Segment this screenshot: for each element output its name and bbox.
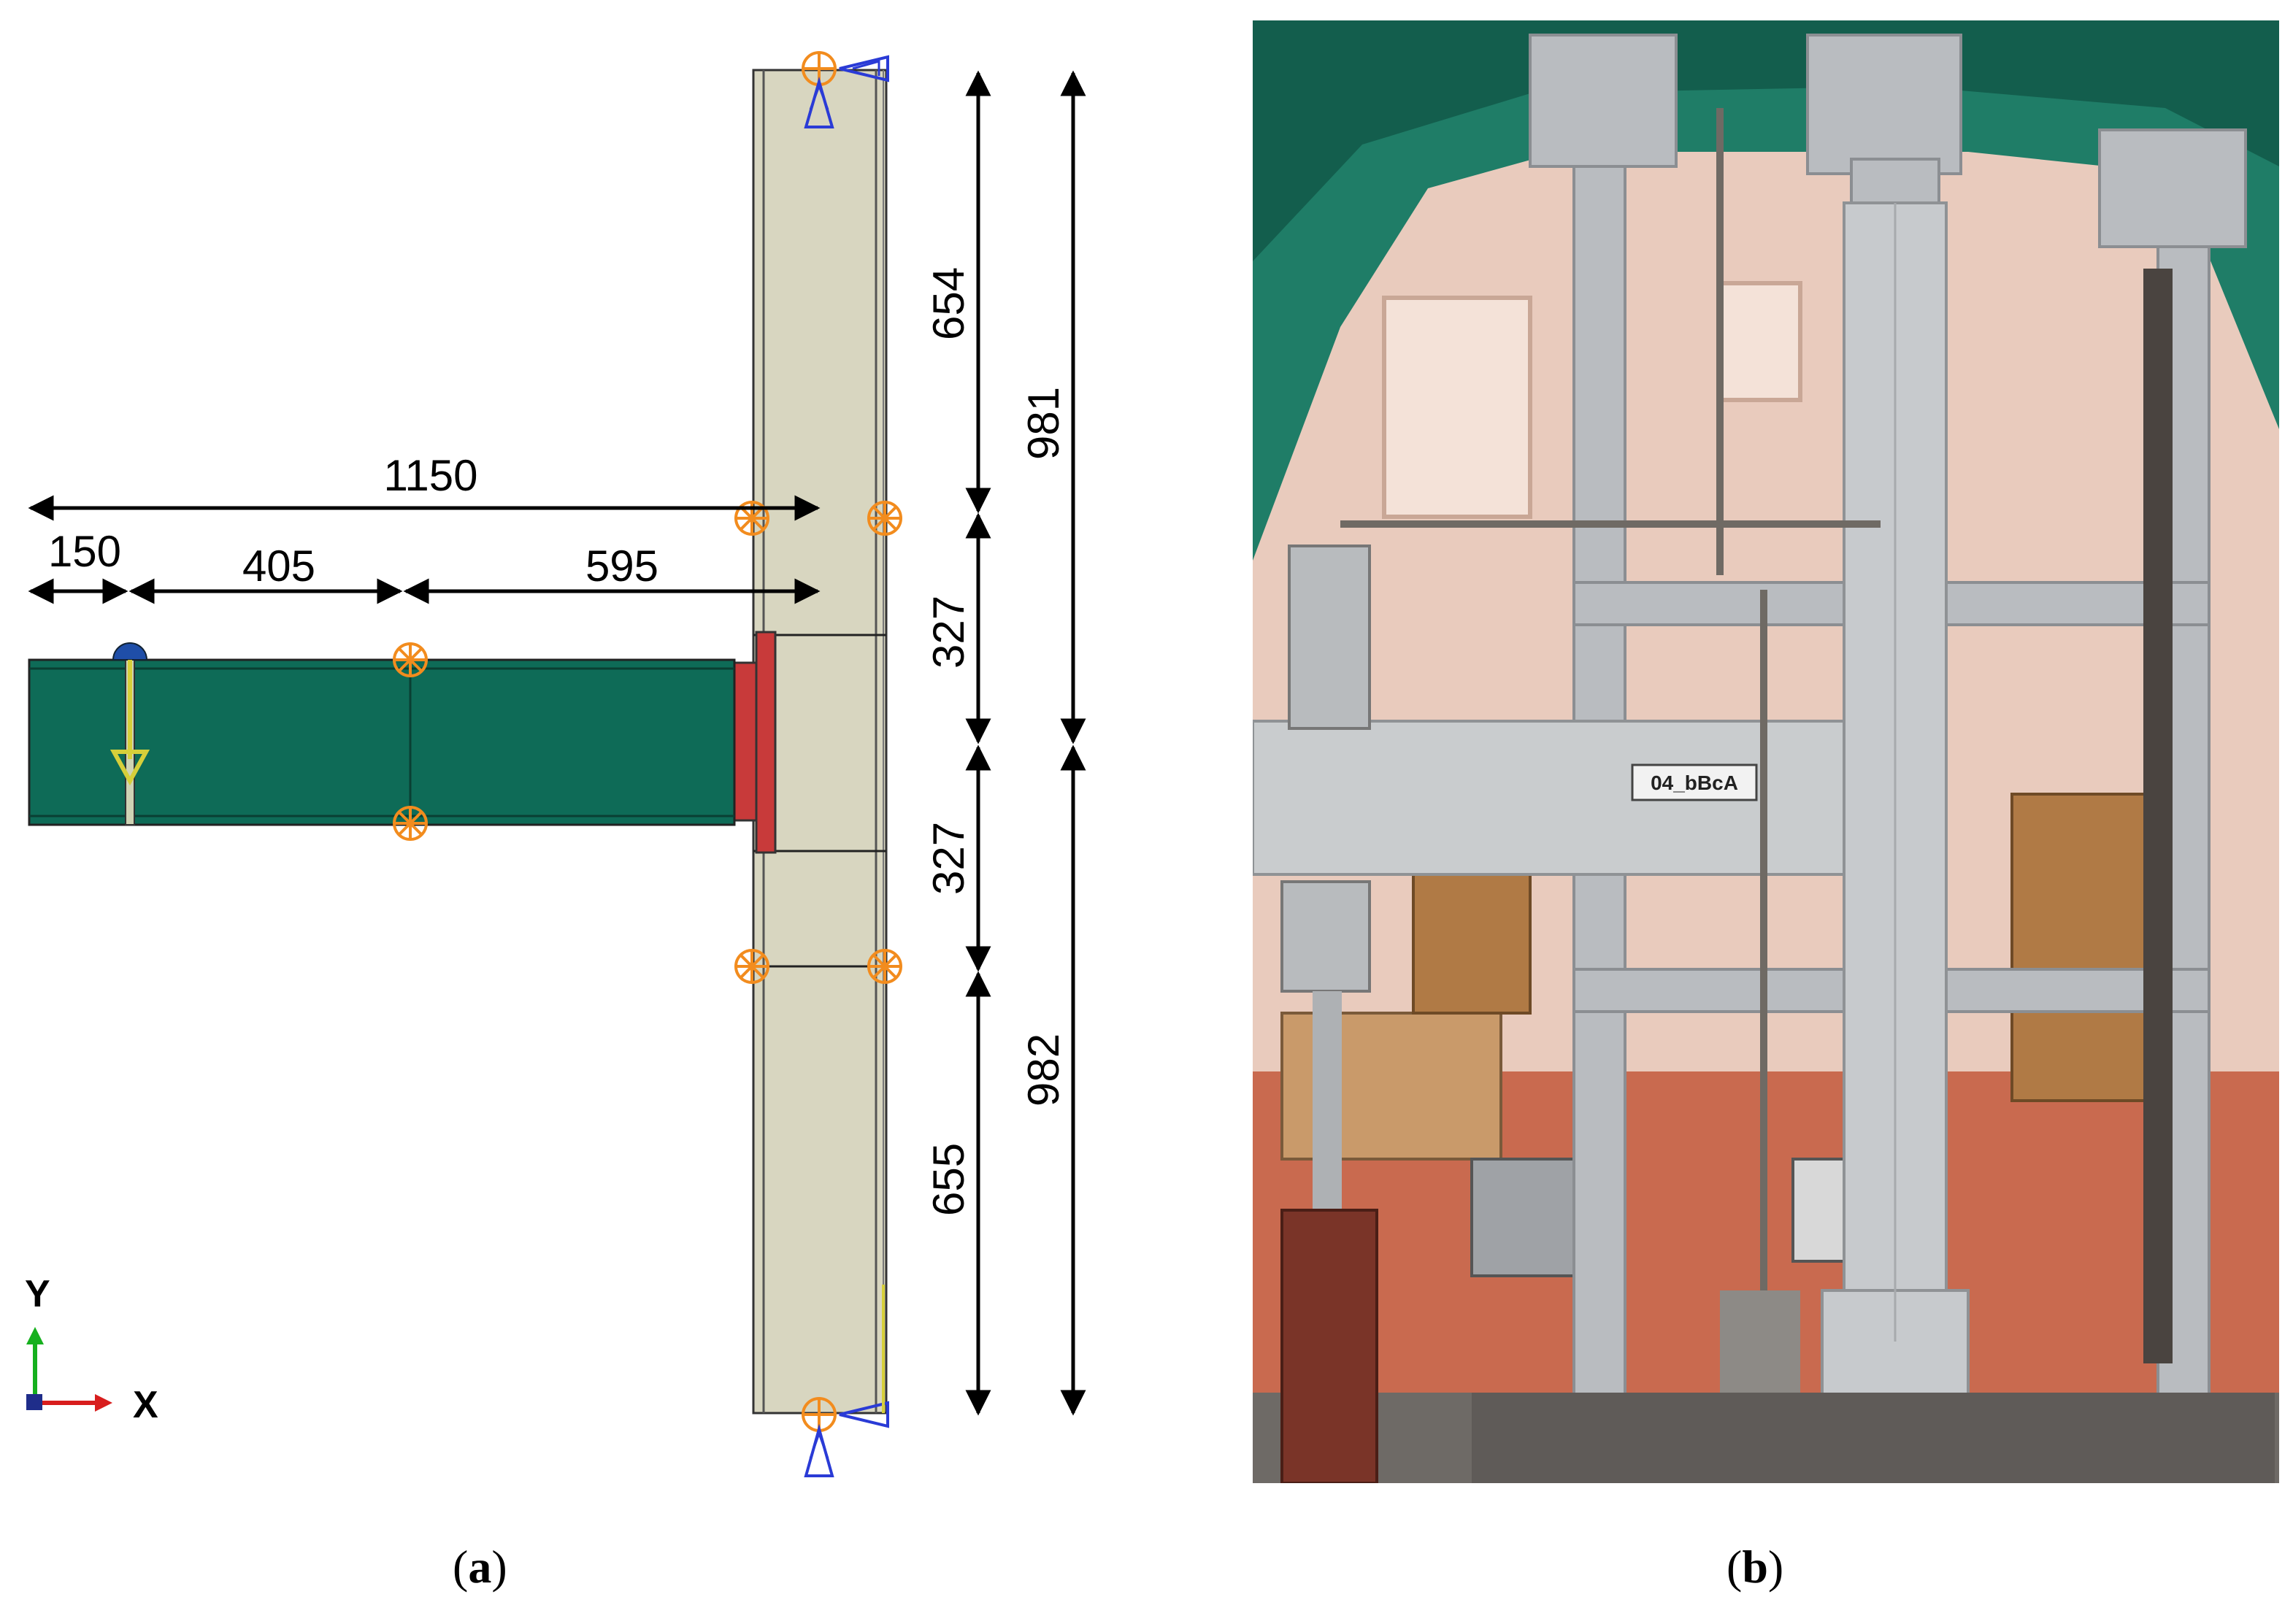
restraint-icon: [393, 806, 428, 841]
dim-982: 982: [1019, 1034, 1068, 1107]
horizontal-dimensions: [28, 495, 821, 604]
test-setup-photo: 04_bBcA: [1251, 20, 2279, 1485]
specimen-label-plate: [1631, 763, 1758, 801]
dim-981: 981: [1019, 387, 1068, 460]
restraint-icon: [393, 642, 428, 677]
axis-y-label: Y: [25, 1273, 50, 1315]
beam: [28, 658, 736, 826]
caption-a: (a): [453, 1541, 507, 1593]
caption-a-label: a: [468, 1541, 492, 1593]
caption-b-label: b: [1742, 1541, 1768, 1593]
vertical-dimensions: [965, 70, 1086, 1416]
caption-b: (b): [1727, 1541, 1784, 1593]
specimen-label: 04_bBcA: [1651, 771, 1738, 794]
dim-327-bottom: 327: [924, 822, 973, 895]
restraint-icon: [867, 501, 902, 536]
bottom-support-icon: [802, 1285, 889, 1477]
axis-x-label: X: [133, 1384, 158, 1426]
top-support-icon: [802, 51, 889, 128]
axis-triad: Y X: [25, 1273, 158, 1426]
dim-655: 655: [924, 1143, 973, 1216]
dim-150: 150: [48, 527, 121, 576]
restraint-icon: [734, 949, 769, 984]
dim-327-top: 327: [924, 596, 973, 669]
dim-1150: 1150: [383, 451, 477, 500]
end-plate: [731, 631, 777, 854]
fe-model-panel: 1150 150 405 595 654 327 327 655 981 982…: [25, 51, 1086, 1477]
dim-405: 405: [242, 542, 315, 590]
load-arrow-icon: [110, 642, 150, 786]
dim-595: 595: [585, 542, 658, 590]
photo-illustration: 04_bBcA: [1251, 20, 2279, 1485]
actuator: [1280, 544, 1378, 1485]
dim-654: 654: [924, 267, 973, 340]
restraint-icon: [867, 949, 902, 984]
fe-model-drawing: 1150 150 405 595 654 327 327 655 981 982…: [25, 51, 1086, 1477]
